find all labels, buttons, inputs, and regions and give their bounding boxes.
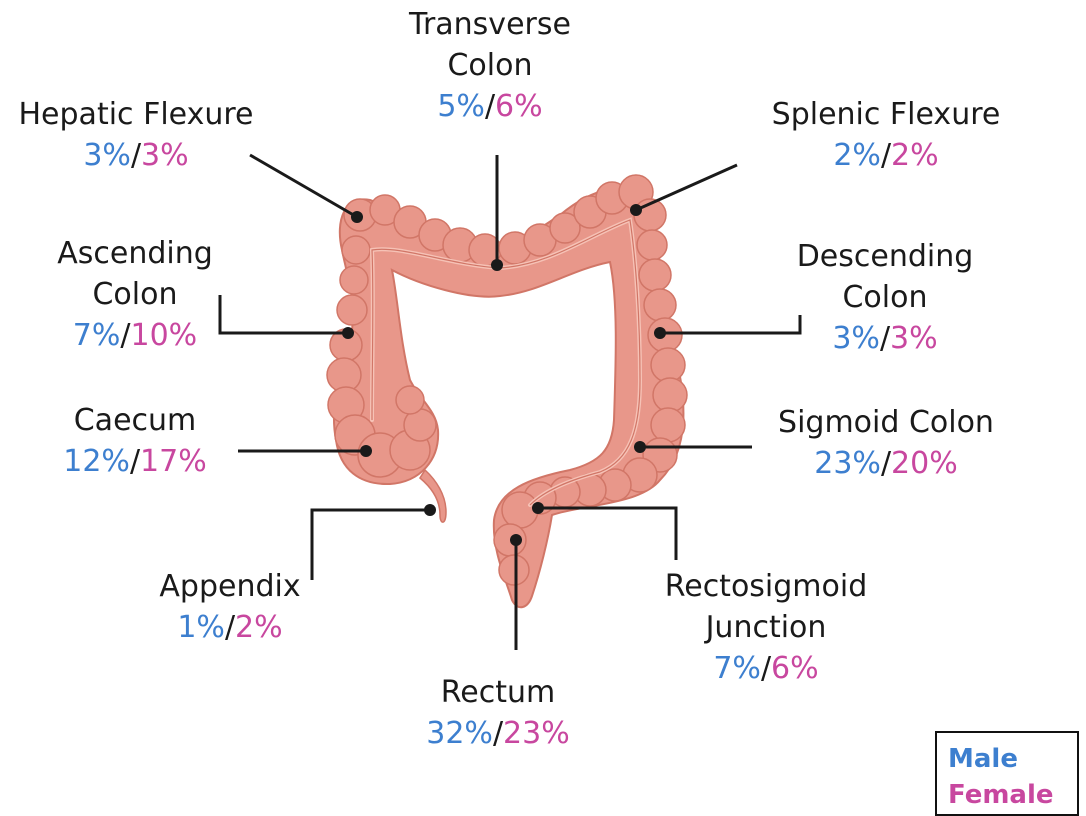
label-rectosigmoid-junction: Rectosigmoid Junction 7%/6% bbox=[650, 566, 882, 689]
percent-pair: 1%/2% bbox=[135, 607, 325, 648]
region-name: Colon bbox=[780, 277, 990, 318]
leader-ascending-dot bbox=[342, 327, 354, 339]
separator: / bbox=[881, 446, 891, 481]
leader-descending-dot bbox=[654, 327, 666, 339]
region-name: Rectosigmoid bbox=[650, 566, 882, 607]
region-name: Appendix bbox=[135, 566, 325, 607]
legend-female: Female bbox=[948, 777, 1077, 813]
haustra-bump bbox=[337, 295, 367, 325]
label-transverse-colon: Transverse Colon 5%/6% bbox=[395, 4, 585, 127]
region-name: Colon bbox=[40, 274, 230, 315]
male-percent: 23% bbox=[814, 446, 881, 481]
percent-pair: 7%/6% bbox=[650, 648, 882, 689]
label-descending-colon: Descending Colon 3%/3% bbox=[780, 236, 990, 359]
region-name: Rectum bbox=[400, 672, 596, 713]
region-name: Ascending bbox=[40, 233, 230, 274]
separator: / bbox=[761, 651, 771, 686]
separator: / bbox=[880, 321, 890, 356]
haustra-bump bbox=[340, 266, 368, 294]
male-percent: 2% bbox=[833, 138, 881, 173]
haustra-bump bbox=[651, 348, 685, 382]
male-percent: 12% bbox=[63, 444, 130, 479]
haustra-bump bbox=[651, 408, 685, 442]
separator: / bbox=[130, 444, 140, 479]
label-appendix: Appendix 1%/2% bbox=[135, 566, 325, 648]
percent-pair: 2%/2% bbox=[755, 135, 1017, 176]
haustra-bump bbox=[644, 289, 676, 321]
separator: / bbox=[881, 138, 891, 173]
region-name: Descending bbox=[780, 236, 990, 277]
leader-ascending bbox=[220, 295, 348, 333]
leader-transverse-dot bbox=[491, 259, 503, 271]
haustra-bump bbox=[653, 378, 687, 412]
male-percent: 1% bbox=[177, 610, 225, 645]
percent-pair: 3%/3% bbox=[5, 135, 267, 176]
female-percent: 23% bbox=[503, 716, 570, 751]
region-name: Junction bbox=[650, 607, 882, 648]
separator: / bbox=[225, 610, 235, 645]
percent-pair: 5%/6% bbox=[395, 86, 585, 127]
female-percent: 3% bbox=[890, 321, 938, 356]
haustra-bump bbox=[639, 259, 671, 291]
female-percent: 10% bbox=[131, 318, 198, 353]
haustra-bump bbox=[396, 386, 424, 414]
percent-pair: 12%/17% bbox=[40, 441, 230, 482]
haustra-bump bbox=[499, 555, 529, 585]
percent-pair: 3%/3% bbox=[780, 318, 990, 359]
region-name: Splenic Flexure bbox=[755, 94, 1017, 135]
male-percent: 32% bbox=[426, 716, 493, 751]
leader-appendix bbox=[312, 510, 430, 580]
haustra-bump bbox=[637, 230, 667, 260]
percent-pair: 7%/10% bbox=[40, 315, 230, 356]
leader-splenic-dot bbox=[630, 204, 642, 216]
female-percent: 17% bbox=[140, 444, 207, 479]
separator: / bbox=[493, 716, 503, 751]
separator: / bbox=[120, 318, 130, 353]
label-caecum: Caecum 12%/17% bbox=[40, 400, 230, 482]
leader-sigmoid-dot bbox=[634, 441, 646, 453]
separator: / bbox=[485, 89, 495, 124]
label-splenic-flexure: Splenic Flexure 2%/2% bbox=[755, 94, 1017, 176]
female-percent: 20% bbox=[891, 446, 958, 481]
male-percent: 5% bbox=[437, 89, 485, 124]
leader-rectosigmoid-dot bbox=[532, 502, 544, 514]
leader-rectosigmoid bbox=[538, 508, 676, 560]
legend: Male Female bbox=[935, 731, 1079, 816]
leader-hepatic-dot bbox=[351, 211, 363, 223]
label-rectum: Rectum 32%/23% bbox=[400, 672, 596, 754]
legend-male: Male bbox=[948, 741, 1077, 777]
percent-pair: 32%/23% bbox=[400, 713, 596, 754]
percent-pair: 23%/20% bbox=[755, 443, 1017, 484]
male-percent: 3% bbox=[83, 138, 131, 173]
label-sigmoid-colon: Sigmoid Colon 23%/20% bbox=[755, 402, 1017, 484]
region-name: Caecum bbox=[40, 400, 230, 441]
male-percent: 7% bbox=[713, 651, 761, 686]
female-percent: 6% bbox=[495, 89, 543, 124]
region-name: Transverse bbox=[395, 4, 585, 45]
male-percent: 3% bbox=[832, 321, 880, 356]
leader-appendix-dot bbox=[424, 504, 436, 516]
label-ascending-colon: Ascending Colon 7%/10% bbox=[40, 233, 230, 356]
region-name: Hepatic Flexure bbox=[5, 94, 267, 135]
haustra-bump bbox=[342, 236, 370, 264]
region-name: Sigmoid Colon bbox=[755, 402, 1017, 443]
male-percent: 7% bbox=[73, 318, 121, 353]
label-hepatic-flexure: Hepatic Flexure 3%/3% bbox=[5, 94, 267, 176]
female-percent: 6% bbox=[771, 651, 819, 686]
colon-body bbox=[327, 175, 687, 607]
female-percent: 3% bbox=[141, 138, 189, 173]
separator: / bbox=[131, 138, 141, 173]
female-percent: 2% bbox=[891, 138, 939, 173]
leader-rectum-dot bbox=[510, 534, 522, 546]
region-name: Colon bbox=[395, 45, 585, 86]
female-percent: 2% bbox=[235, 610, 283, 645]
leader-caecum-dot bbox=[360, 445, 372, 457]
